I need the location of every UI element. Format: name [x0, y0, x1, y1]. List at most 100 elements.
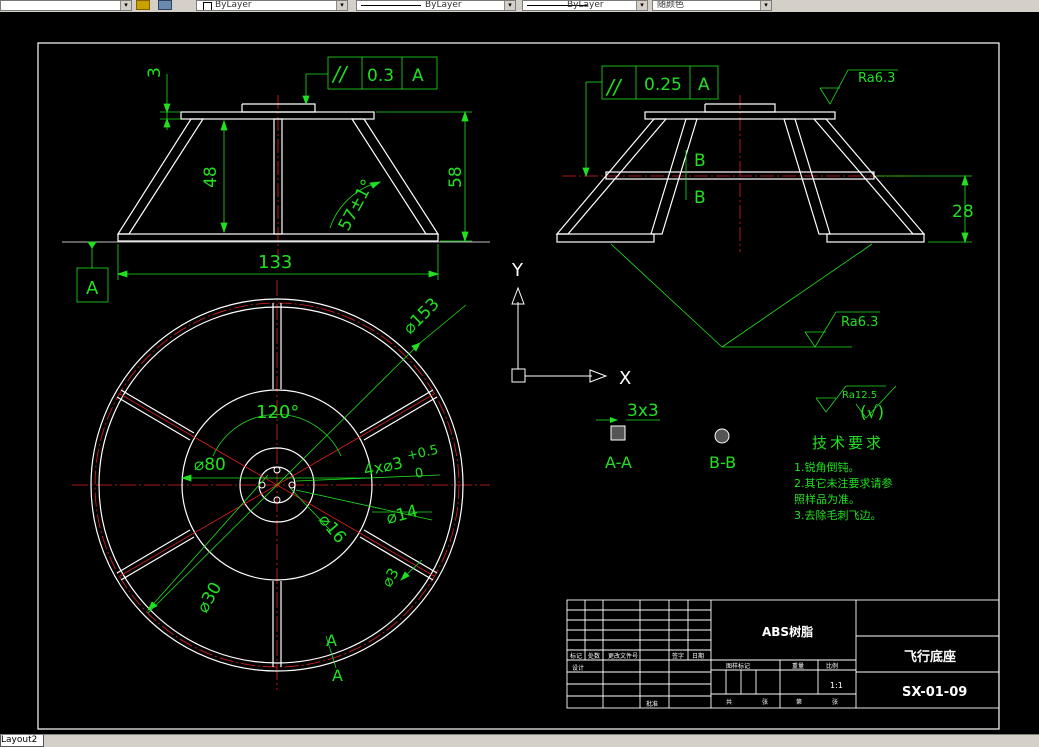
spoke [120, 389, 195, 434]
tb-header-sign: 签字 [672, 652, 684, 660]
dim-text-tol-plus: +0.5 [406, 443, 440, 464]
dim-text-3: 3 [145, 67, 165, 78]
chevron-down-icon[interactable]: ▾ [336, 1, 347, 10]
dim-leader [419, 304, 467, 344]
base-plate [117, 233, 439, 242]
tb-header-count: 处数 [588, 652, 600, 660]
arrow [961, 232, 969, 244]
tb-header-mark: 标记 [570, 652, 582, 660]
arrow [461, 110, 469, 122]
chevron-down-icon[interactable]: ▾ [636, 1, 647, 10]
spoke [363, 396, 438, 441]
section-bb-shape [714, 428, 730, 444]
ucs-y-arrow [511, 286, 525, 305]
arrow [461, 231, 469, 243]
ucs-y-label: Y [511, 260, 524, 281]
tech-title: 技术要求 [812, 434, 884, 452]
chevron-down-icon[interactable]: ▾ [760, 1, 771, 10]
part-name-text: 飞行底座 [904, 649, 956, 665]
tech-line-1: 1.锐角倒钝。 [794, 460, 860, 474]
tb-header-sheet: 张 [762, 698, 768, 706]
linetype-preview [361, 5, 421, 6]
roughness-bottom: Ra6.3 [841, 315, 878, 330]
linetype-dropdown[interactable]: ByLayer ▾ [356, 0, 516, 11]
tolerance-value: 0.25 [644, 75, 682, 95]
datum-box [76, 267, 109, 303]
section-label-b-lower: B [694, 188, 706, 208]
color-swatch-icon [203, 2, 212, 10]
front-view-left [62, 95, 490, 260]
dim-text-48: 48 [201, 166, 221, 188]
lineweight-dropdown[interactable]: ByLayer ▾ [522, 0, 648, 11]
base-right [826, 233, 925, 243]
tech-line-4: 3.去除毛刺飞边。 [794, 508, 882, 522]
dim-text-d80: ⌀80 [194, 455, 226, 475]
section-text: 3x3 A-A B-B [605, 401, 736, 472]
plotstyle-dropdown[interactable]: 随颜色 ▾ [652, 0, 772, 11]
parallel-symbol: // [605, 75, 623, 99]
tech-line-2: 2.其它未注要求请参 [794, 476, 893, 490]
arrow [411, 342, 421, 352]
material-text: ABS树脂 [762, 624, 813, 639]
chevron-down-icon[interactable]: ▾ [504, 1, 515, 10]
lineweight-preview [527, 5, 587, 6]
dim-text-133: 133 [258, 252, 292, 273]
arrow [163, 103, 171, 114]
spoke [363, 529, 438, 574]
title-block [566, 599, 1000, 709]
section-aa-dim: 3x3 [627, 401, 659, 421]
arrow [961, 174, 969, 186]
general-roughness [815, 385, 897, 419]
tb-header-ratio: 比例 [826, 662, 838, 670]
layer-icon[interactable] [136, 0, 150, 10]
arrow [369, 181, 382, 189]
color-value: ByLayer [215, 0, 252, 10]
canvas-background [0, 12, 1039, 734]
side-view-text: // 0.25 A Ra6.3 Ra6.3 B B 28 [605, 71, 974, 330]
dim-text-58: 58 [446, 166, 466, 188]
leader-left [610, 243, 723, 348]
hole [273, 466, 281, 474]
arrow [610, 417, 618, 423]
arrow [428, 270, 440, 278]
drawing-number-text: SX-01-09 [902, 685, 967, 700]
tab-label: Layout2 [1, 735, 38, 745]
spoke [116, 396, 191, 441]
dim-arc-120 [212, 413, 342, 457]
middle-rib [605, 171, 875, 180]
side-view [555, 95, 926, 252]
arrow [180, 474, 192, 482]
ucs-labels: Y X [511, 260, 631, 389]
top-view [72, 280, 490, 690]
chevron-down-icon[interactable]: ▾ [120, 1, 131, 10]
tb-header-page2: 张 [832, 698, 838, 706]
properties-toolbar: ▾ ByLayer ▾ ByLayer ▾ ByLayer ▾ 随颜色 ▾ [0, 0, 1039, 13]
linetype-value: ByLayer [425, 0, 462, 10]
ucs-x-arrow [589, 369, 608, 383]
title-block-text: ABS树脂 飞行底座 SX-01-09 1:1 标记 处数 更改文件号 签字 日… [570, 624, 967, 708]
rim-centerline [94, 302, 460, 668]
color-dropdown[interactable]: ByLayer ▾ [196, 0, 348, 11]
layers-stack-icon[interactable] [158, 0, 172, 10]
section-aa-label: A-A [605, 453, 632, 472]
leader-right [721, 243, 873, 348]
tb-header-total: 共 [726, 698, 732, 706]
tb-header-design: 设计 [572, 664, 584, 672]
drawing-canvas[interactable]: 3 48 58 133 57±1° A // 0.3 A [0, 12, 1039, 734]
spoke [359, 389, 434, 434]
dim-text-120: 120° [256, 402, 299, 423]
roughness-symbol-top [819, 69, 898, 105]
dim-line-d30 [147, 474, 269, 611]
tech-line-3: 照样品为准。 [794, 492, 860, 506]
tb-header-date: 日期 [692, 652, 704, 660]
middle-ring [181, 389, 373, 581]
dim-text-tol-zero: 0 [414, 466, 425, 482]
spoke [359, 536, 434, 581]
tab-layout2[interactable]: Layout2 [0, 735, 45, 747]
layer-dropdown[interactable]: ▾ [0, 0, 132, 11]
section-label-a-lower: A [332, 666, 343, 685]
tb-header-approve: 批准 [646, 700, 658, 708]
lineweight-value: ByLayer [567, 0, 604, 10]
tolerance-frame [327, 56, 438, 90]
section-views [596, 417, 730, 444]
